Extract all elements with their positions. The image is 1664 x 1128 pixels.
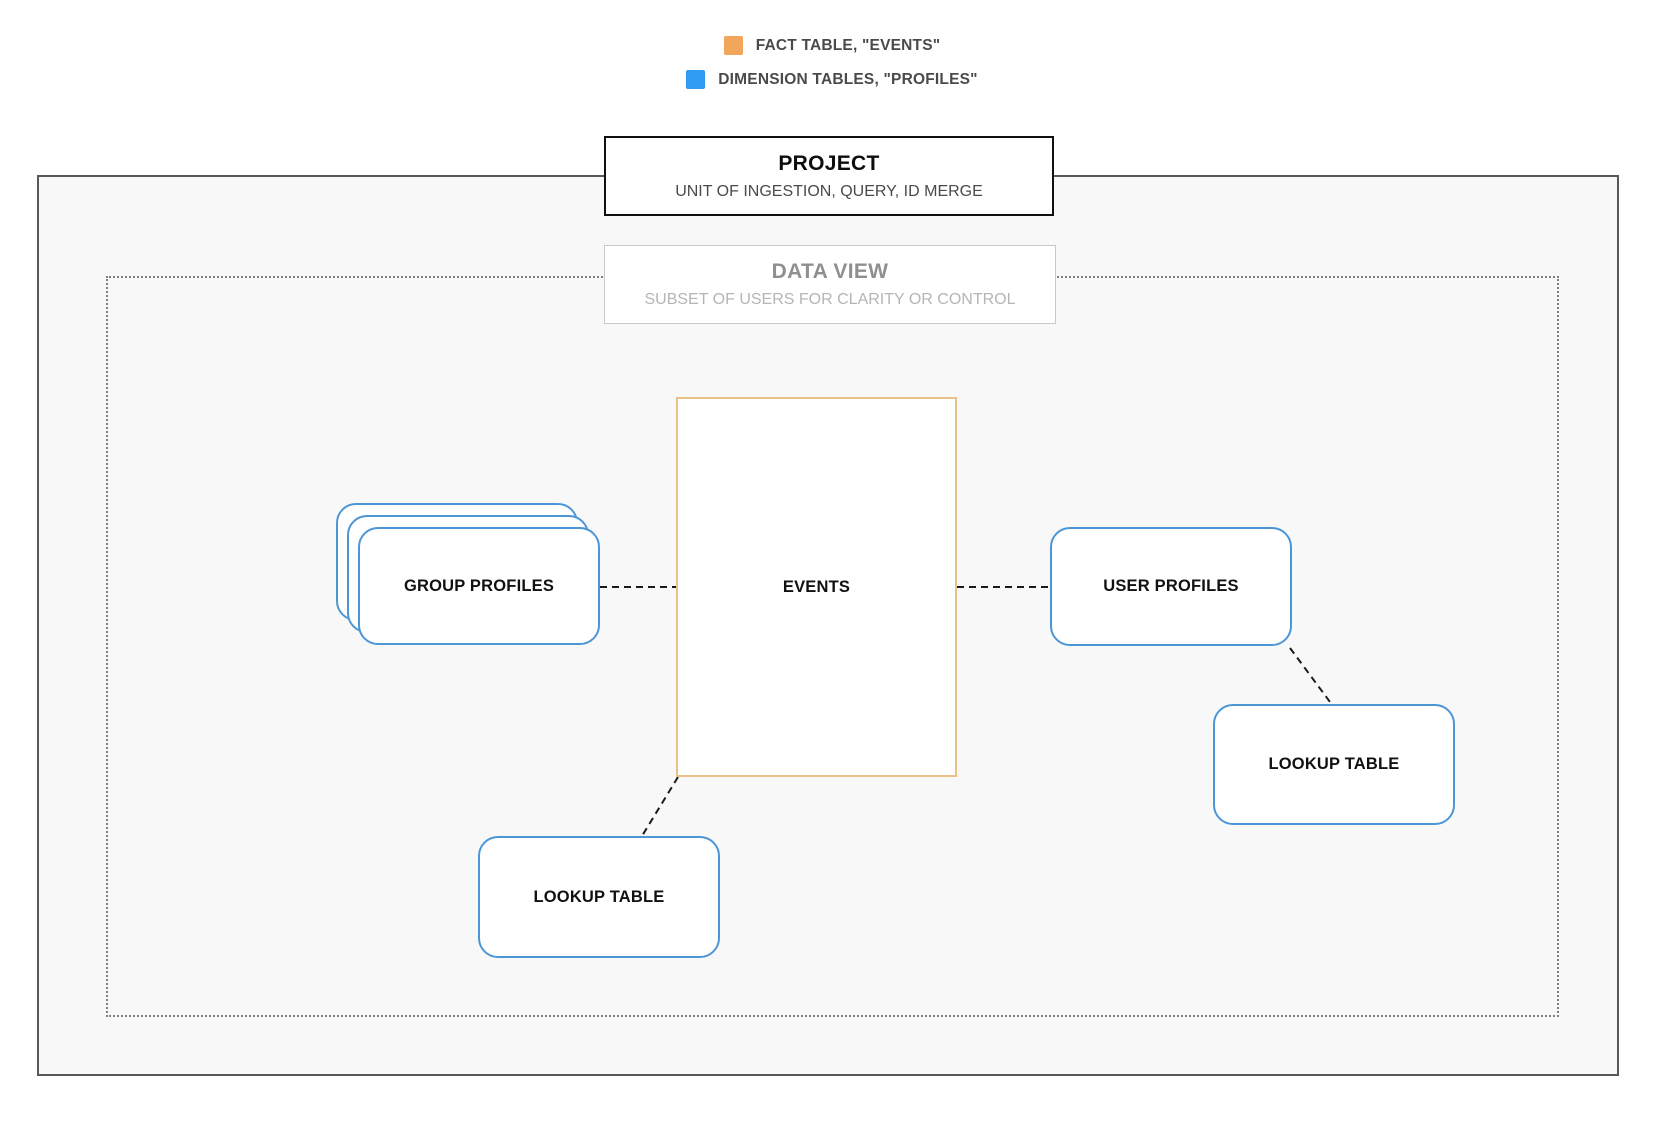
node-events: EVENTS <box>676 397 957 777</box>
project-title-box: PROJECT UNIT OF INGESTION, QUERY, ID MER… <box>604 136 1054 216</box>
legend-item-fact-table: FACT TABLE, "EVENTS" <box>723 36 941 55</box>
project-subtitle: UNIT OF INGESTION, QUERY, ID MERGE <box>675 182 983 200</box>
node-events-label: EVENTS <box>782 577 851 596</box>
node-lookup-table-right: LOOKUP TABLE <box>1213 704 1455 825</box>
legend: FACT TABLE, "EVENTS" DIMENSION TABLES, "… <box>0 36 1664 89</box>
data-view-subtitle: SUBSET OF USERS FOR CLARITY OR CONTROL <box>644 291 1016 308</box>
data-view-title-box: DATA VIEW SUBSET OF USERS FOR CLARITY OR… <box>604 245 1056 324</box>
fact-table-color-swatch <box>723 36 743 55</box>
project-title: PROJECT <box>778 151 880 175</box>
node-group-profiles: GROUP PROFILES <box>336 503 600 645</box>
legend-item-dimension-tables: DIMENSION TABLES, "PROFILES" <box>686 70 978 89</box>
node-user-profiles-label: USER PROFILES <box>1103 577 1239 595</box>
legend-item-label: DIMENSION TABLES, "PROFILES" <box>718 70 978 88</box>
node-user-profiles: USER PROFILES <box>1050 527 1292 646</box>
node-lookup-table-bottom-label: LOOKUP TABLE <box>533 887 665 906</box>
node-lookup-table-right-label: LOOKUP TABLE <box>1268 755 1400 773</box>
node-lookup-table-bottom: LOOKUP TABLE <box>478 836 720 958</box>
group-profiles-card-front: GROUP PROFILES <box>358 527 600 645</box>
node-group-profiles-label: GROUP PROFILES <box>403 576 555 595</box>
data-view-title: DATA VIEW <box>771 260 889 283</box>
dimension-tables-color-swatch <box>686 70 706 89</box>
legend-item-label: FACT TABLE, "EVENTS" <box>755 36 941 54</box>
